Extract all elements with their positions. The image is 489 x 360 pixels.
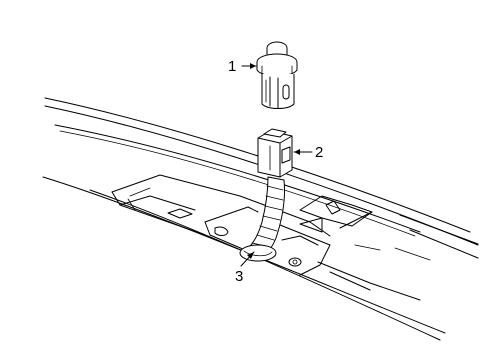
callout-leaders — [240, 63, 313, 267]
callout-2: 2 — [315, 144, 323, 161]
wire-harness — [239, 176, 285, 262]
callout-1: 1 — [228, 58, 236, 75]
callout-3: 3 — [235, 268, 243, 285]
switch — [256, 41, 298, 109]
connector — [257, 128, 293, 178]
body-panel — [42, 97, 479, 341]
